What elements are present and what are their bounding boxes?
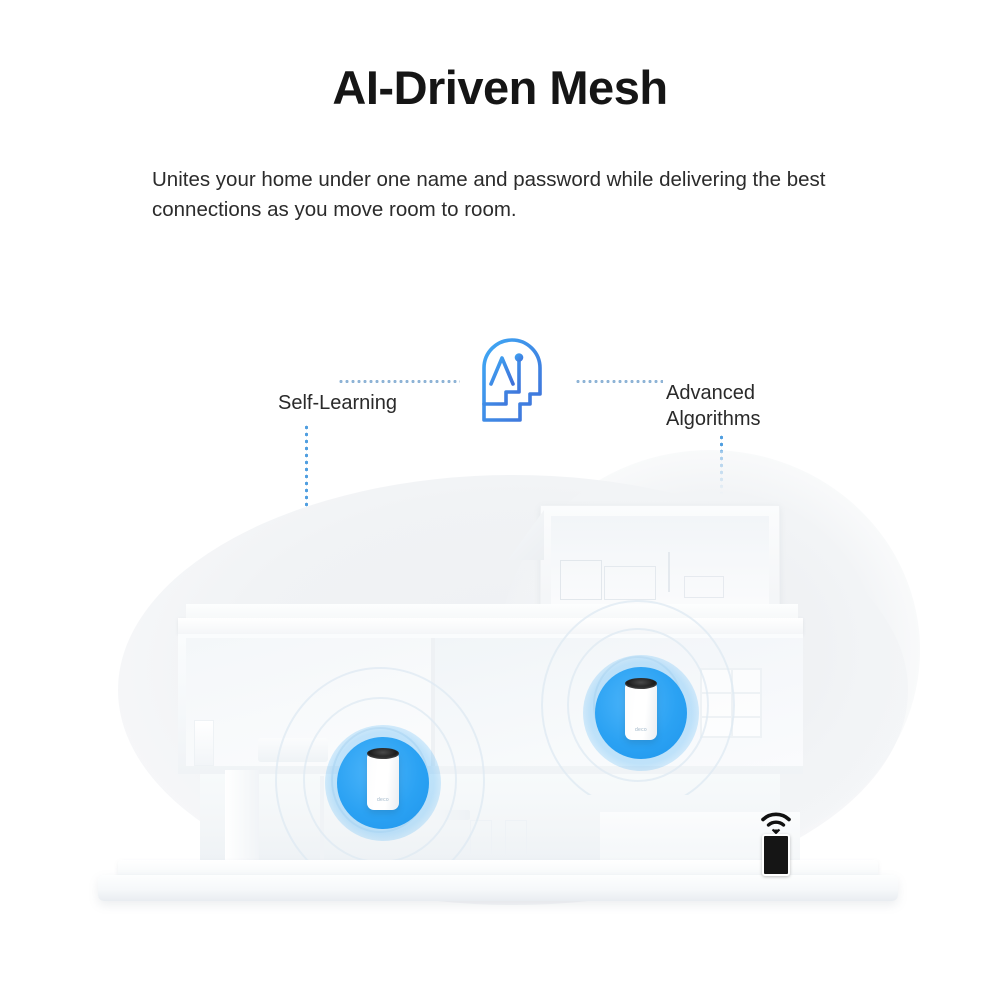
page-title: AI-Driven Mesh bbox=[332, 61, 668, 114]
house-left-sofa bbox=[258, 738, 328, 762]
smartphone-icon bbox=[762, 834, 790, 876]
house-lower-column bbox=[225, 770, 259, 862]
mesh-router-left-group: deco bbox=[325, 725, 441, 841]
wifi-signal-icon bbox=[761, 812, 791, 834]
client-phone bbox=[761, 812, 794, 880]
mesh-router-right: deco bbox=[583, 655, 699, 771]
router-brand-left: deco bbox=[376, 797, 390, 804]
router-body-right: deco bbox=[625, 678, 657, 740]
house-ceiling-slab-2 bbox=[186, 604, 798, 618]
upper-room-shelf-2 bbox=[604, 566, 656, 600]
router-top-cap-left bbox=[367, 748, 399, 759]
house-left-cabinet bbox=[194, 720, 214, 766]
house-platform-base bbox=[98, 875, 898, 901]
upper-room-table bbox=[684, 576, 724, 598]
router-brand-right: deco bbox=[634, 727, 648, 734]
house-dining-table bbox=[380, 810, 470, 820]
page-subtitle: Unites your home under one name and pass… bbox=[152, 168, 826, 221]
upper-room-lamp bbox=[668, 552, 670, 592]
house-dining-chair-2 bbox=[505, 820, 527, 854]
connector-dotted-left-horizontal bbox=[338, 380, 460, 383]
house-right-vase bbox=[708, 650, 720, 668]
connector-dotted-right-horizontal bbox=[575, 380, 663, 383]
router-top-cap-right bbox=[625, 678, 657, 689]
house-shelving-divider-v bbox=[731, 668, 733, 738]
house-scene: deco deco bbox=[0, 420, 1000, 1000]
house-lower-partition bbox=[320, 776, 324, 860]
house-left-room-wall bbox=[431, 638, 435, 766]
callout-label-advanced-algorithms: Advanced Algorithms bbox=[666, 382, 761, 430]
router-body-left: deco bbox=[367, 748, 399, 810]
upper-room-shelf bbox=[560, 560, 602, 600]
callout-label-self-learning: Self-Learning bbox=[278, 392, 397, 414]
ai-head-icon bbox=[466, 332, 566, 432]
